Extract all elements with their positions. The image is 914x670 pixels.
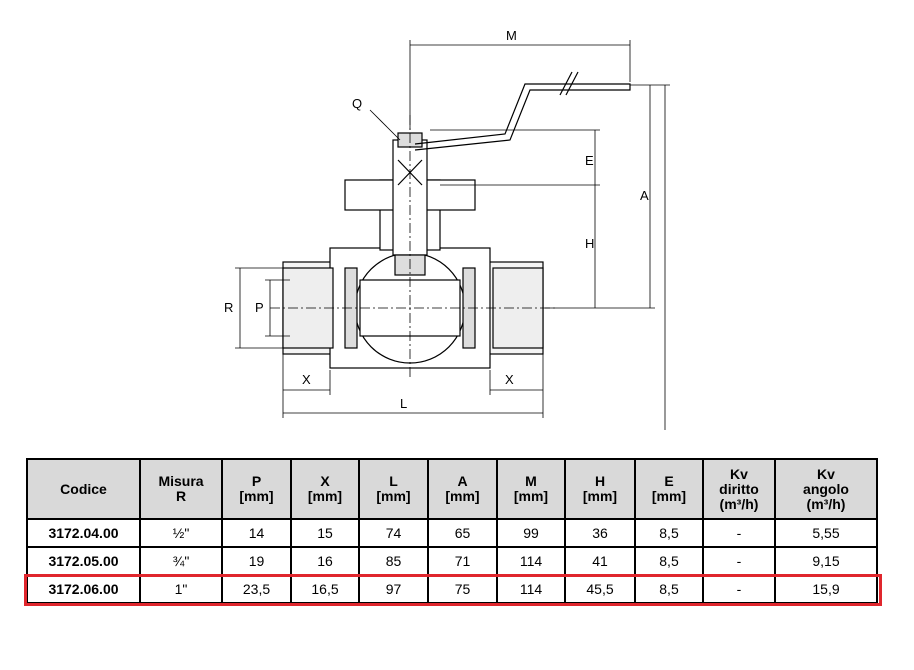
dim-label-x-right: X — [505, 372, 514, 387]
header-text: Kv — [730, 465, 748, 482]
header-text: [mm] — [376, 488, 411, 504]
header-text: E — [664, 473, 674, 489]
dim-label-e: E — [585, 153, 594, 168]
dim-label-a: A — [640, 188, 649, 203]
valve-body — [282, 132, 544, 369]
dim-label-q: Q — [352, 96, 362, 111]
header-text: (m³/h) — [806, 495, 846, 512]
header-text: X — [320, 473, 330, 489]
table-cell: - — [702, 546, 776, 576]
header-text: M — [525, 473, 537, 489]
dimension-lines — [235, 40, 670, 430]
valve-technical-drawing: M Q E A H R P X X L — [224, 28, 670, 430]
column-header: L[mm] — [358, 458, 429, 520]
table-cell: 75 — [427, 574, 498, 604]
table-cell: 8,5 — [634, 546, 704, 576]
header-text: [mm] — [307, 488, 343, 504]
table-cell: 8,5 — [634, 574, 704, 604]
table-cell: 3172.04.00 — [26, 518, 141, 548]
table-cell: 114 — [496, 546, 566, 576]
table-cell: 15 — [290, 518, 360, 548]
table-cell: 74 — [358, 518, 429, 548]
table-cell: 19 — [221, 546, 292, 576]
table-cell: 3172.06.00 — [26, 574, 141, 604]
table-cell: 114 — [496, 574, 566, 604]
table-cell: 3172.05.00 — [26, 546, 141, 576]
table-cell: - — [702, 518, 776, 548]
table-cell: 41 — [564, 546, 636, 576]
header-text: [mm] — [239, 488, 274, 504]
dim-label-h: H — [585, 236, 594, 251]
table-cell: 45,5 — [564, 574, 636, 604]
header-text: Codice — [60, 480, 107, 497]
column-header: X[mm] — [290, 458, 360, 520]
table-cell: 5,55 — [774, 518, 878, 548]
table-cell: 15,9 — [774, 574, 878, 604]
table-cell: 99 — [496, 518, 566, 548]
header-text: R — [175, 488, 187, 504]
header-text: Misura — [158, 473, 204, 489]
header-text: H — [594, 473, 606, 489]
table-cell: ¾" — [139, 546, 223, 576]
column-header: A[mm] — [427, 458, 498, 520]
table-cell: 85 — [358, 546, 429, 576]
handle — [414, 71, 631, 151]
column-header: H[mm] — [564, 458, 636, 520]
column-header: Codice — [26, 458, 141, 520]
column-header: E[mm] — [634, 458, 704, 520]
table-cell: 97 — [358, 574, 429, 604]
dim-label-m: M — [506, 28, 517, 43]
table-cell: 9,15 — [774, 546, 878, 576]
header-text: L — [389, 473, 398, 489]
header-text: P — [251, 473, 262, 489]
table-cell: 14 — [221, 518, 292, 548]
table-cell: 23,5 — [221, 574, 292, 604]
center-lines — [270, 115, 555, 380]
header-text: A — [457, 473, 468, 489]
table-cell: - — [702, 574, 776, 604]
header-text: angolo — [803, 480, 849, 497]
header-text: Kv — [817, 465, 835, 482]
header-text: [mm] — [513, 488, 549, 504]
table-cell: 8,5 — [634, 518, 704, 548]
dim-label-l: L — [400, 396, 407, 411]
column-header: M[mm] — [496, 458, 566, 520]
column-header: P[mm] — [221, 458, 292, 520]
table-cell: 1" — [139, 574, 223, 604]
table-cell: 36 — [564, 518, 636, 548]
header-text: [mm] — [445, 488, 480, 504]
header-text: [mm] — [651, 488, 687, 504]
header-text: [mm] — [582, 488, 618, 504]
table-cell: 65 — [427, 518, 498, 548]
table-cell: 71 — [427, 546, 498, 576]
table-cell: 16,5 — [290, 574, 360, 604]
header-text: (m³/h) — [719, 495, 759, 512]
header-text: diritto — [719, 480, 759, 497]
dim-label-x-left: X — [302, 372, 311, 387]
table-cell: 16 — [290, 546, 360, 576]
dim-label-r: R — [224, 300, 233, 315]
table-cell: ½" — [139, 518, 223, 548]
dim-label-p: P — [255, 300, 264, 315]
